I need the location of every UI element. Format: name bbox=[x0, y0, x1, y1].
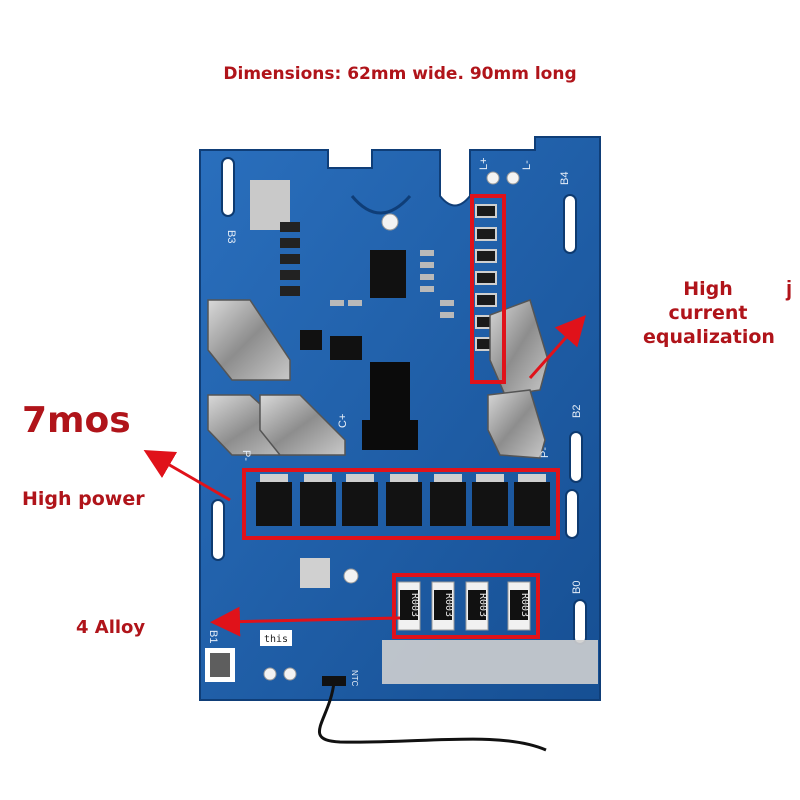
alloy-highlight-box bbox=[392, 573, 540, 639]
arrow-to-high-current bbox=[528, 315, 586, 379]
label-c-plus: C+ bbox=[337, 414, 349, 428]
board-notch bbox=[350, 195, 412, 215]
high-current-line1: High current bbox=[668, 278, 748, 324]
label-b4: B4 bbox=[559, 172, 571, 185]
annotation-arrows bbox=[143, 315, 586, 637]
through-holes bbox=[263, 171, 520, 681]
alloy-resistor-label: R003 bbox=[409, 593, 420, 617]
ntc-wire bbox=[318, 681, 547, 752]
stray-glyph: j bbox=[786, 276, 793, 301]
label-l-minus: L- bbox=[521, 160, 533, 170]
label-b1: B1 bbox=[207, 630, 219, 643]
ic-chip-2 bbox=[330, 336, 362, 360]
solder-pad-grid bbox=[250, 180, 290, 230]
mosfet-tabs bbox=[260, 474, 546, 482]
high-current-caption: High current equalization bbox=[643, 277, 775, 349]
qr-code-inner bbox=[210, 653, 230, 677]
arrow-to-7mos bbox=[143, 449, 231, 502]
label-p-minus-right: P- bbox=[539, 447, 551, 458]
smd-components bbox=[330, 250, 454, 318]
label-b0: B0 bbox=[571, 581, 583, 594]
mosfet bbox=[256, 482, 292, 526]
board-slots bbox=[211, 157, 587, 645]
highlight-boxes bbox=[242, 194, 560, 639]
label-l-plus: L+ bbox=[478, 157, 490, 170]
label-b3: B3 bbox=[225, 230, 237, 243]
this-tag-box bbox=[260, 630, 292, 646]
balance-highlight-box bbox=[470, 194, 506, 384]
inductor bbox=[370, 362, 410, 424]
label-p-minus-left: P- bbox=[240, 450, 252, 461]
label-ntc: NTC bbox=[350, 670, 359, 687]
this-tag: this bbox=[264, 634, 288, 645]
ic-chip-1 bbox=[370, 250, 406, 298]
sot-chips bbox=[280, 222, 300, 296]
alloy-resistor-label: R003 bbox=[477, 593, 488, 617]
dimensions-caption: Dimensions: 62mm wide. 90mm long bbox=[223, 64, 577, 84]
alloy-resistor-row bbox=[397, 581, 531, 631]
mosfet bbox=[430, 482, 466, 526]
mos-count-caption: 7mos bbox=[22, 400, 131, 441]
high-power-caption: High power bbox=[22, 488, 145, 510]
alloy-caption: 4 Alloy bbox=[76, 617, 146, 638]
label-b2: B2 bbox=[571, 405, 583, 418]
solder-pad bbox=[300, 558, 330, 588]
bottom-solder-strip bbox=[382, 640, 598, 684]
alloy-resistor-label: R003 bbox=[443, 593, 454, 617]
arrow-to-alloy bbox=[210, 606, 401, 637]
mosfet bbox=[386, 482, 422, 526]
mosfet-highlight-box bbox=[242, 468, 560, 540]
alloy-resistor-label: R003 bbox=[519, 593, 530, 617]
mosfet bbox=[472, 482, 508, 526]
mosfet-row bbox=[256, 482, 550, 526]
high-current-line2: equalization bbox=[643, 326, 775, 348]
mosfet bbox=[300, 482, 336, 526]
inductor-base bbox=[362, 420, 418, 450]
ntc-connector bbox=[322, 676, 346, 686]
mosfet bbox=[514, 482, 550, 526]
ic-chip-3 bbox=[300, 330, 322, 350]
mosfet bbox=[342, 482, 378, 526]
